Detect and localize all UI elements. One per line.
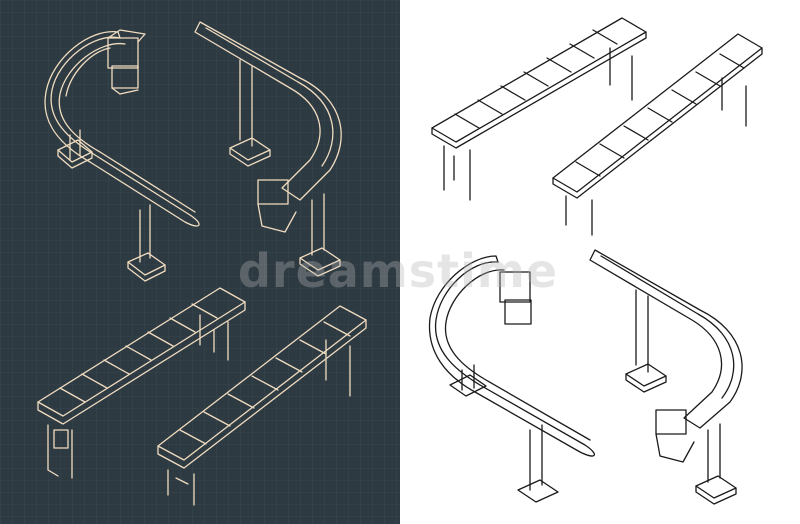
straight-conveyor-light-2	[552, 33, 763, 236]
straight-conveyor-light-1	[431, 17, 647, 201]
curved-conveyor-dark-1	[44, 29, 200, 282]
light-blueprint-panel	[400, 0, 800, 524]
dark-grid	[0, 0, 400, 524]
curved-conveyor-light-1	[428, 255, 595, 503]
curved-conveyor-light-2	[589, 249, 743, 505]
watermark: dreamstime	[238, 244, 559, 298]
straight-conveyor-dark-2	[157, 305, 367, 506]
straight-conveyor-dark-1	[37, 287, 246, 479]
curved-conveyor-dark-2	[194, 21, 342, 277]
